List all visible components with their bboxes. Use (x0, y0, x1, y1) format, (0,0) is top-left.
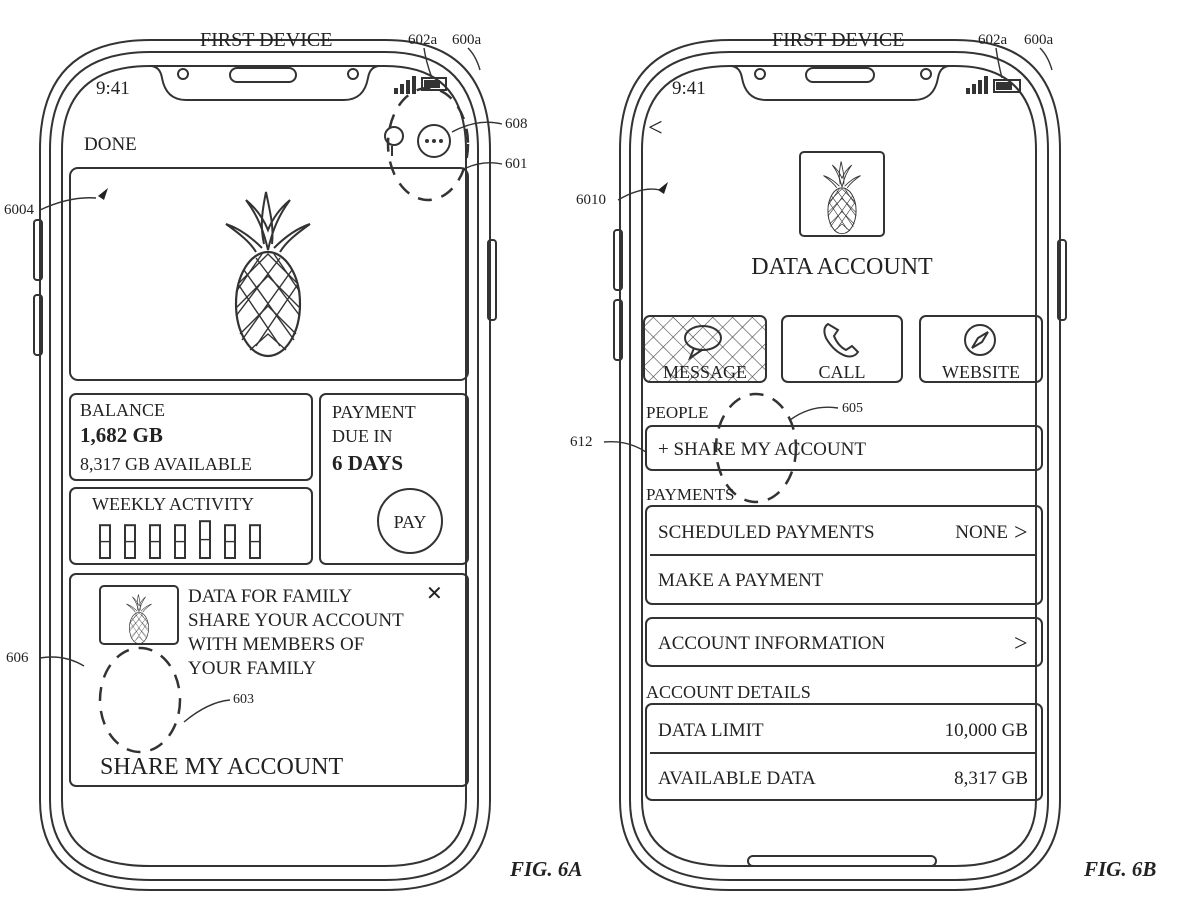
ref-600a-b: 600a (1024, 32, 1054, 48)
family-line2: SHARE YOUR ACCOUNT (188, 610, 404, 631)
family-line3: WITH MEMBERS OF (188, 634, 364, 655)
share-account-label: + SHARE MY ACCOUNT (658, 439, 866, 460)
payments-group (645, 505, 1043, 605)
signal-icon-a (394, 76, 416, 94)
payment-label-line1: PAYMENT (332, 402, 416, 422)
battery-icon-a (421, 77, 447, 91)
website-label: WEBSITE (942, 362, 1020, 382)
ref-602a-a: 602a (408, 32, 438, 48)
make-payment-label[interactable]: MAKE A PAYMENT (658, 570, 824, 591)
ref-612: 612 (570, 434, 593, 450)
data-limit-label: DATA LIMIT (658, 720, 764, 741)
status-time-a: 9:41 (96, 78, 130, 99)
figure-label-6b: FIG. 6B (1083, 857, 1156, 881)
balance-value: 1,682 GB (80, 423, 163, 447)
account-details-header: ACCOUNT DETAILS (646, 682, 811, 702)
chevron-right-icon[interactable]: > (1014, 631, 1028, 657)
data-limit-value: 10,000 GB (945, 720, 1028, 741)
scheduled-payments-value: NONE (955, 522, 1008, 543)
call-label: CALL (819, 362, 866, 382)
signal-icon-b (966, 76, 988, 94)
account-information-row[interactable] (645, 617, 1043, 667)
account-card[interactable] (69, 167, 469, 381)
scheduled-payments-label[interactable]: SCHEDULED PAYMENTS (658, 522, 875, 543)
weekly-activity-tile[interactable] (69, 487, 313, 565)
payment-label-line2: DUE IN (332, 426, 393, 446)
back-button[interactable]: < (648, 113, 663, 142)
family-title: DATA FOR FAMILY (188, 586, 352, 607)
ref-601: 601 (505, 156, 528, 172)
account-information-label: ACCOUNT INFORMATION (658, 633, 885, 654)
payment-tile[interactable] (319, 393, 469, 565)
balance-tile[interactable] (69, 393, 313, 481)
people-header: PEOPLE (646, 403, 708, 422)
status-time-b: 9:41 (672, 78, 706, 99)
ref-605: 605 (842, 401, 863, 416)
ref-600a-a: 600a (452, 32, 482, 48)
share-account-row[interactable] (645, 425, 1043, 471)
ref-6004: 6004 (4, 202, 35, 218)
pay-button-label: PAY (394, 512, 427, 532)
ref-603: 603 (233, 692, 254, 707)
first-device-label-a: FIRST DEVICE (200, 29, 332, 51)
family-line4: YOUR FAMILY (188, 658, 316, 679)
compass-icon (964, 324, 996, 356)
close-icon[interactable]: ✕ (426, 583, 443, 605)
weekly-activity-label: WEEKLY ACTIVITY (92, 494, 254, 514)
figure-label-6a: FIG. 6A (509, 857, 582, 881)
search-icon[interactable] (384, 126, 404, 156)
family-logo-frame (99, 585, 179, 645)
pineapple-logo-a (224, 190, 312, 358)
touch-indicator-605 (714, 392, 798, 504)
payments-header: PAYMENTS (646, 485, 735, 504)
share-my-account-button[interactable]: SHARE MY ACCOUNT (100, 754, 343, 780)
touch-indicator-601 (386, 86, 470, 202)
touch-indicator-603 (98, 646, 182, 754)
done-button[interactable]: DONE (84, 134, 137, 155)
pay-button[interactable] (377, 488, 443, 554)
payment-days: 6 DAYS (332, 451, 403, 475)
message-label: MESSAGE (663, 362, 747, 382)
pineapple-icon-family (126, 594, 152, 644)
balance-label: BALANCE (80, 400, 165, 420)
ref-606: 606 (6, 650, 29, 666)
phone-a (33, 39, 497, 891)
battery-icon-b (993, 79, 1021, 93)
account-details-group (645, 703, 1043, 801)
ref-608: 608 (505, 116, 528, 132)
ref-6010: 6010 (576, 192, 606, 208)
balance-available: 8,317 GB AVAILABLE (80, 454, 252, 474)
family-card[interactable] (69, 573, 469, 787)
available-data-label: AVAILABLE DATA (658, 768, 816, 789)
website-button[interactable] (919, 315, 1043, 383)
account-title: DATA ACCOUNT (751, 254, 933, 280)
more-options-icon[interactable] (417, 124, 451, 158)
weekly-activity-bars (99, 520, 261, 560)
pineapple-logo-b (823, 161, 861, 235)
ref-602a-b: 602a (978, 32, 1008, 48)
phone-b (613, 39, 1067, 891)
first-device-label-b: FIRST DEVICE (772, 29, 904, 51)
chevron-right-icon[interactable]: > (1014, 520, 1028, 546)
available-data-value: 8,317 GB (954, 768, 1028, 789)
phone-icon (823, 322, 860, 358)
message-icon (684, 325, 722, 361)
account-logo-frame (799, 151, 885, 237)
call-button[interactable] (781, 315, 903, 383)
